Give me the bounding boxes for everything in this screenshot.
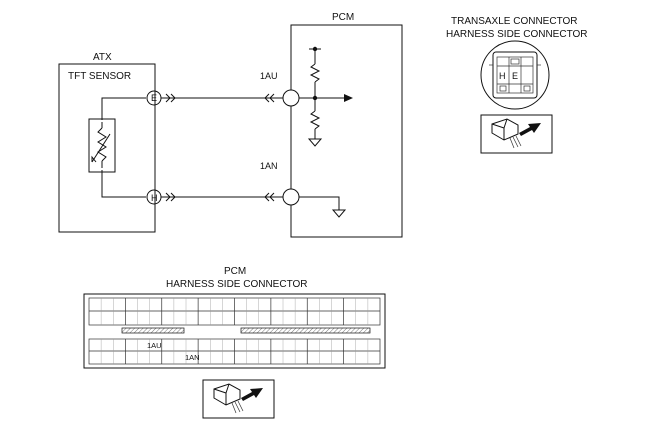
transaxle-pin-h: H — [499, 71, 506, 81]
tft-sensor-label: TFT SENSOR — [68, 71, 131, 82]
connector-view-icon-transaxle — [480, 114, 553, 154]
pcm-box — [290, 24, 403, 238]
atx-title: ATX — [93, 52, 112, 63]
pcm-connector-pin-1an: 1AN — [185, 353, 200, 362]
pcm-pin-1au — [282, 89, 300, 107]
pcm-pin-1an-label: 1AN — [260, 161, 278, 171]
pcm-connector-face — [83, 293, 386, 369]
pcm-connector-pin-1au: 1AU — [147, 341, 162, 350]
pcm-connector-title-2: HARNESS SIDE CONNECTOR — [166, 279, 308, 290]
sensor-lead-top — [101, 97, 146, 120]
transaxle-pin-e: E — [512, 71, 518, 81]
atx-box — [58, 63, 156, 233]
connector-symbol-1an — [264, 192, 275, 202]
transaxle-connector-title-2: HARNESS SIDE CONNECTOR — [446, 29, 588, 40]
transaxle-connector-face — [480, 40, 550, 110]
sensor-lead-bottom — [101, 170, 146, 198]
pcm-ground-1an — [299, 196, 347, 218]
pcm-connector-title-1: PCM — [224, 266, 246, 277]
connector-symbol-1au — [264, 93, 275, 103]
transaxle-connector-title-1: TRANSAXLE CONNECTOR — [451, 16, 578, 27]
pcm-internal-circuit — [299, 46, 353, 147]
terminal-e-label: E — [151, 93, 157, 103]
connector-view-icon-pcm — [202, 379, 275, 419]
pcm-pin-1au-label: 1AU — [260, 71, 278, 81]
pcm-title: PCM — [332, 12, 354, 23]
thermistor-symbol — [88, 118, 116, 173]
terminal-h-label: H — [151, 193, 158, 203]
pcm-pin-1an — [282, 188, 300, 206]
